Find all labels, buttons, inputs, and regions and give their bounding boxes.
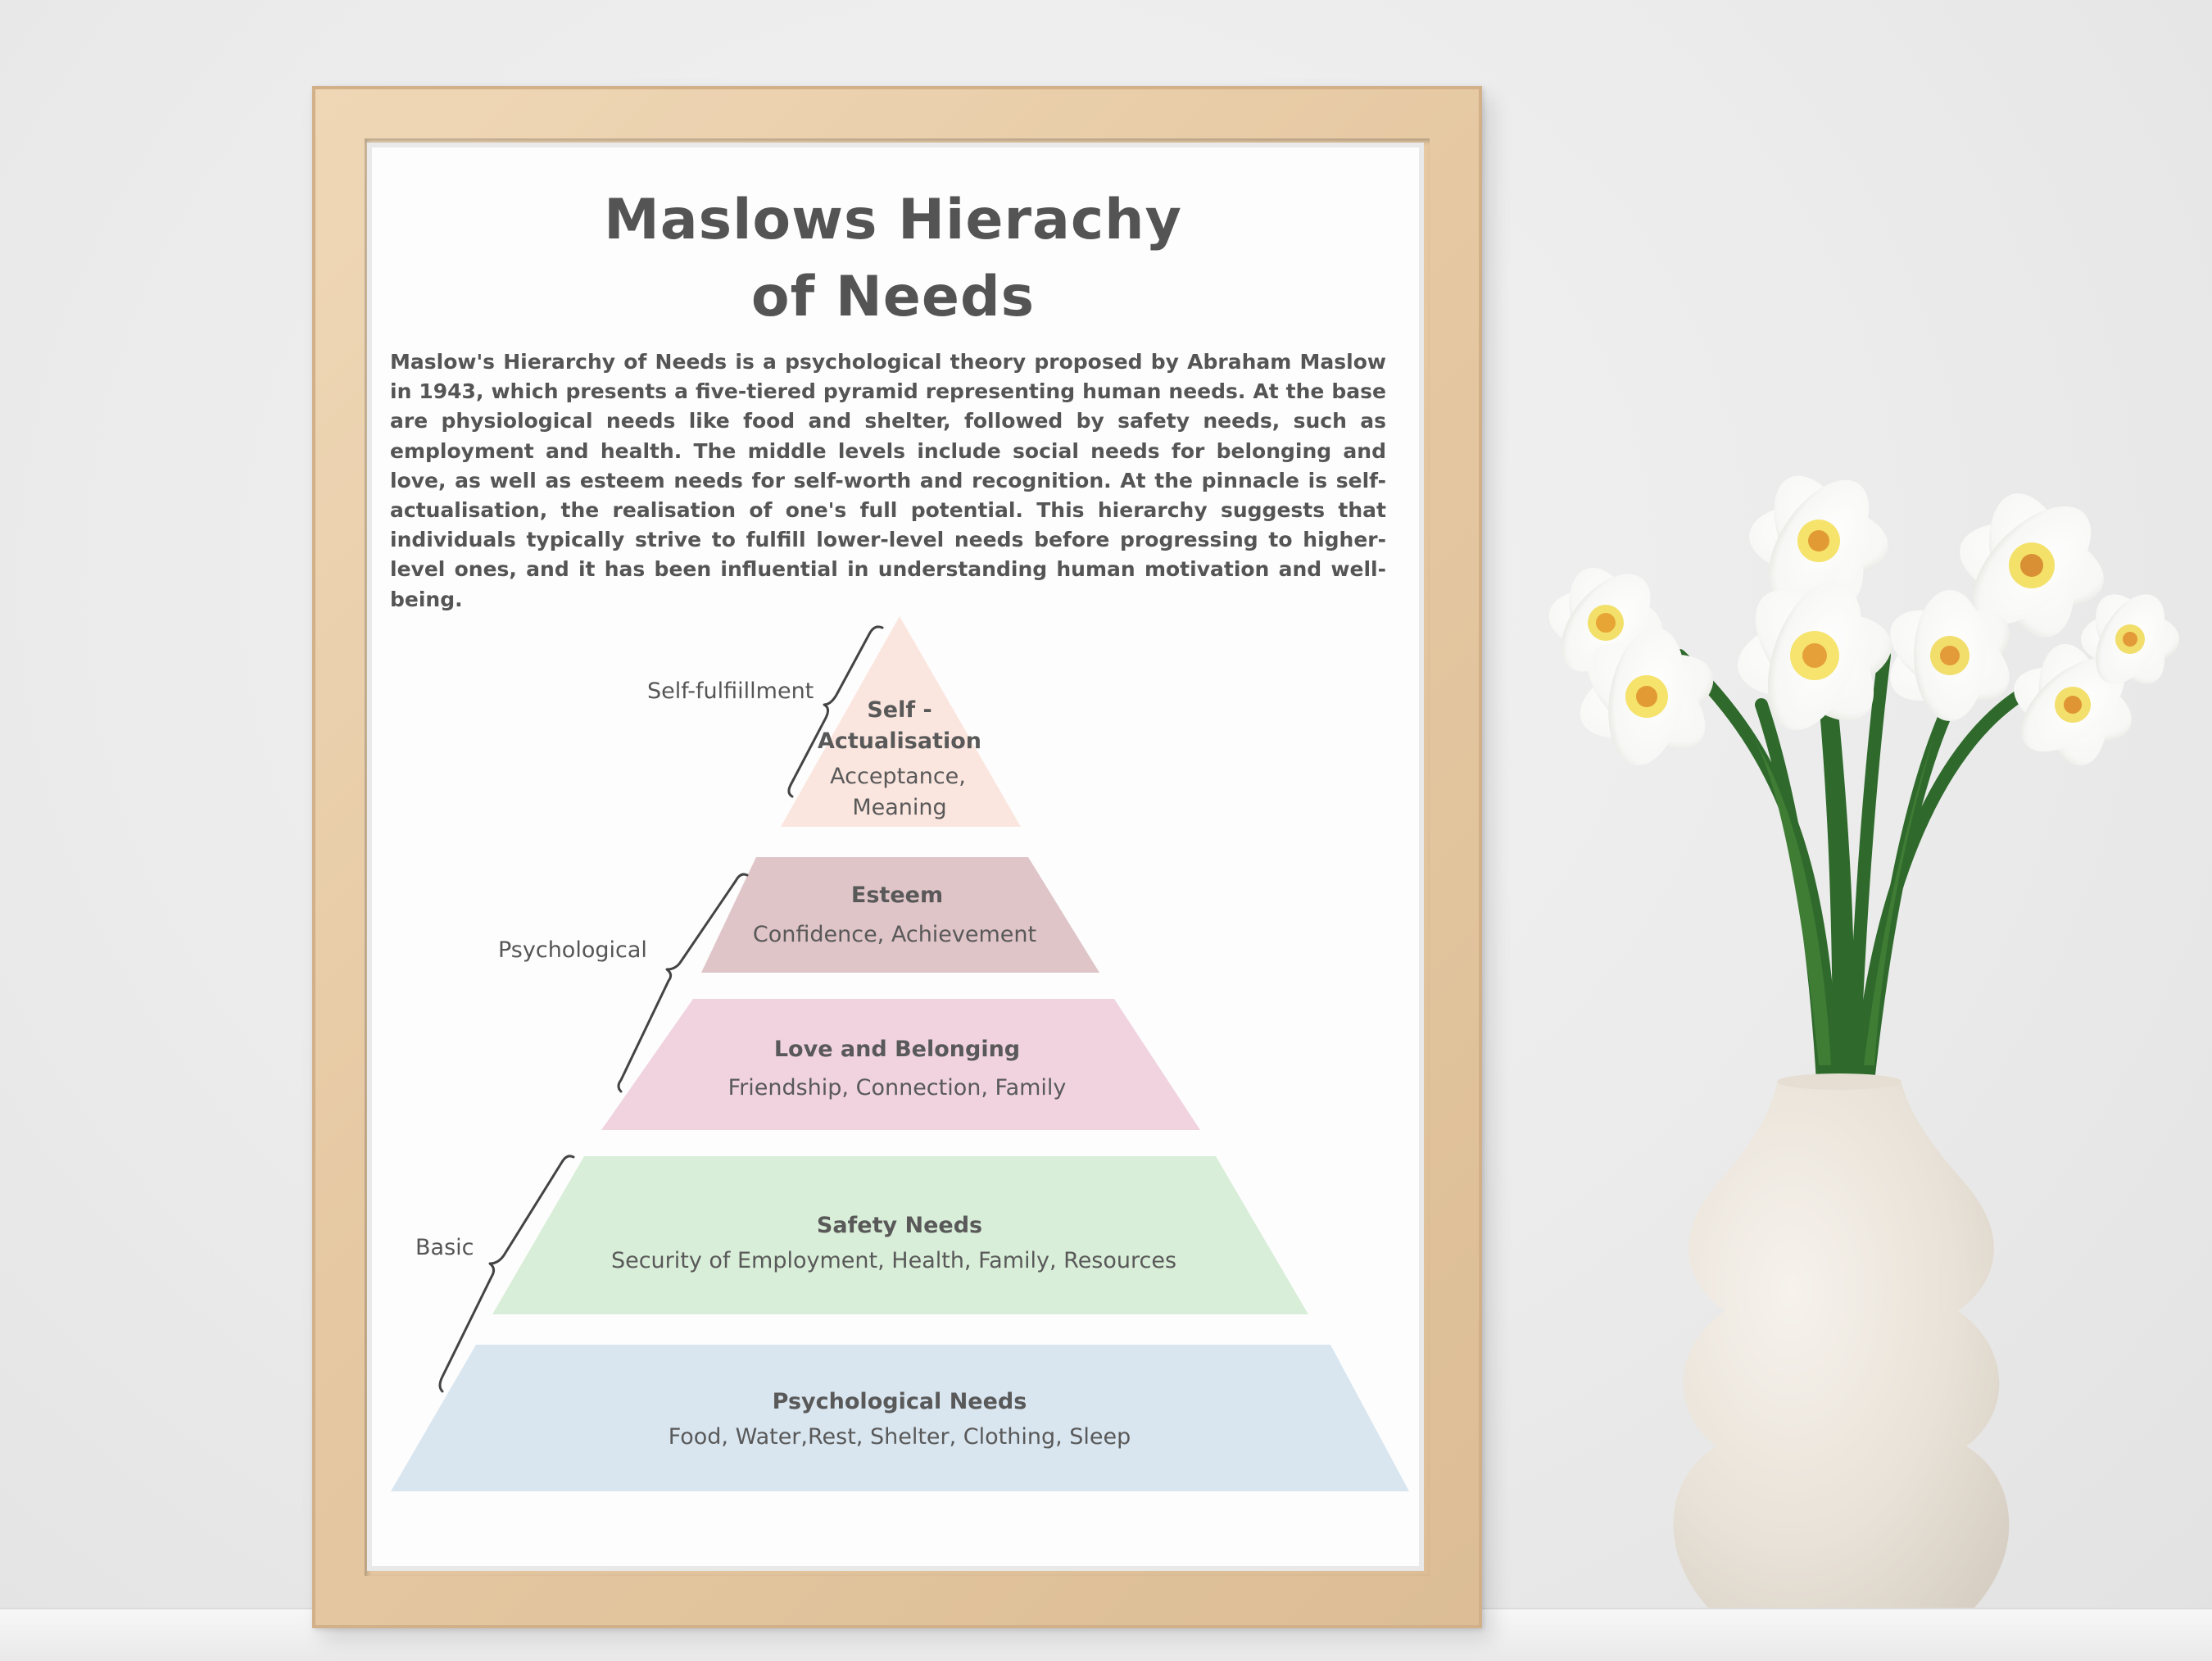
tier-love-belonging-shape (601, 999, 1200, 1130)
tier-self-actualisation-title-1: Self - (867, 697, 931, 723)
flower-stems (1673, 551, 2038, 1088)
tier-love-belonging-title: Love and Belonging (774, 1037, 1020, 1062)
tier-self-actualisation-desc-1: Acceptance, (830, 764, 966, 789)
poster-intro-text: Maslow's Hierarchy of Needs is a psychol… (390, 350, 1386, 611)
tier-physiological-shape (391, 1345, 1409, 1491)
tier-safety-desc: Security of Employment, Health, Family, … (611, 1248, 1176, 1273)
group-label-basic: Basic (415, 1235, 474, 1260)
poster-paper (367, 143, 1424, 1571)
group-label-psychological: Psychological (498, 937, 647, 963)
brace-psychological (617, 873, 749, 1093)
poster-title: Maslows Hierachy of Needs (604, 188, 1182, 329)
tier-self-actualisation-title-2: Actualisation (818, 728, 981, 754)
flower-leaves (1753, 737, 1933, 1065)
tier-esteem-shape (701, 857, 1099, 973)
vase (1673, 1080, 2010, 1608)
tier-physiological-title: Psychological Needs (773, 1389, 1027, 1414)
brace-self-fulfillment (787, 625, 884, 798)
tier-esteem-title: Esteem (851, 883, 943, 908)
tier-love-belonging-desc: Friendship, Connection, Family (728, 1075, 1067, 1101)
group-label-self-fulfillment: Self-fulfiillment (647, 678, 814, 704)
tier-safety-title: Safety Needs (817, 1213, 982, 1238)
tier-self-actualisation-desc-2: Meaning (852, 795, 946, 820)
tier-safety-shape (492, 1156, 1308, 1314)
tier-physiological-desc: Food, Water,Rest, Shelter, Clothing, Sle… (669, 1424, 1131, 1450)
tier-esteem-desc: Confidence, Achievement (753, 922, 1036, 947)
brace-basic (438, 1155, 575, 1393)
vase-rim (1777, 1073, 1902, 1090)
tier-self-actualisation-shape (781, 616, 1021, 827)
daffodil-flowers (1548, 475, 2179, 766)
